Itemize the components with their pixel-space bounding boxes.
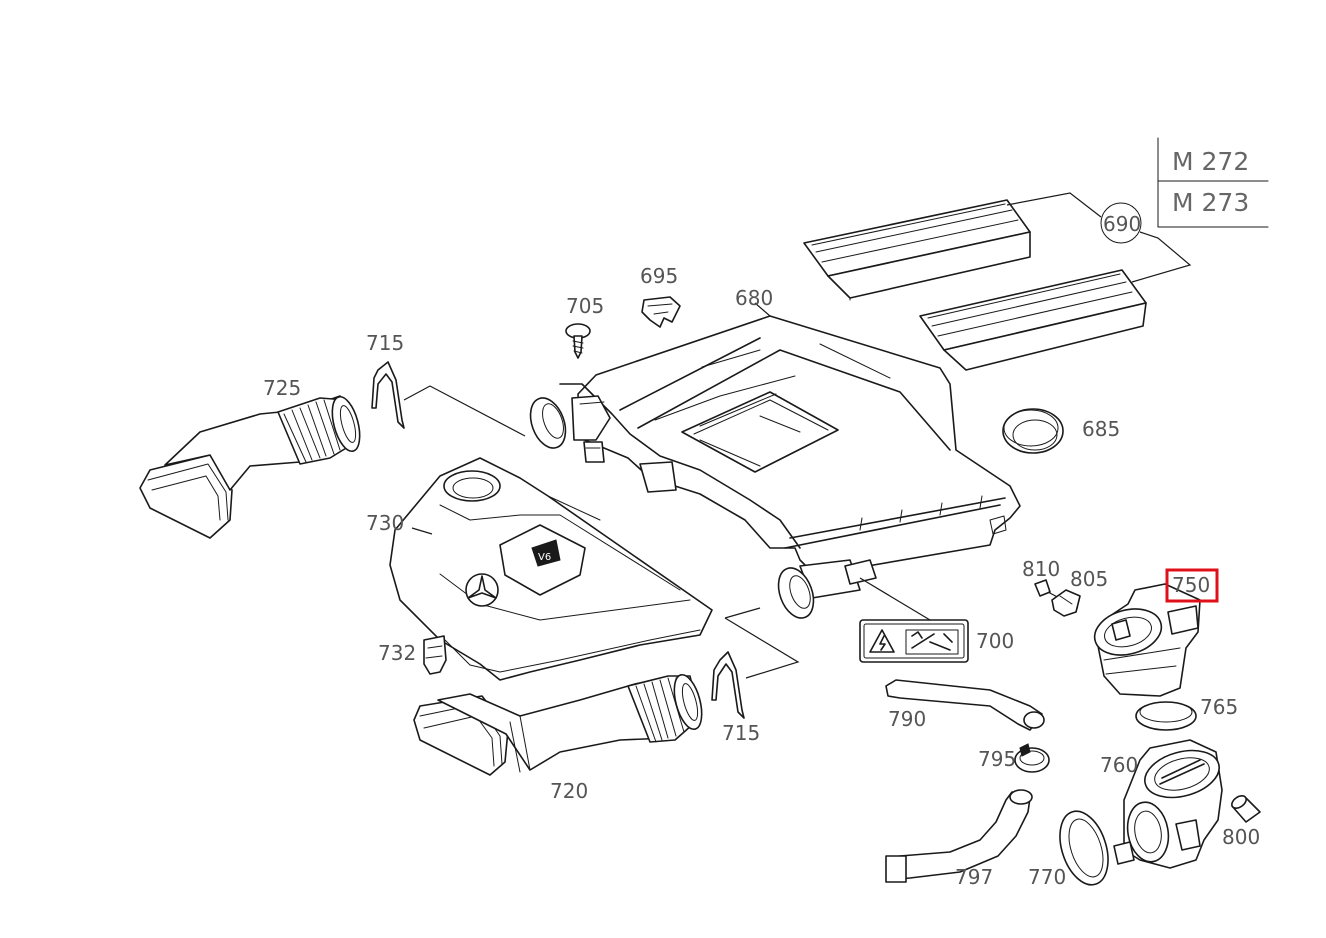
label-797: 797 xyxy=(955,865,993,889)
label-700: 700 xyxy=(976,629,1014,653)
seal-765[interactable]: 765 xyxy=(1135,695,1238,731)
engine-variant-box: M 272 M 273 xyxy=(1157,137,1269,228)
air-filter-element-upper[interactable] xyxy=(803,199,1031,301)
label-695: 695 xyxy=(640,264,678,288)
label-715-lower: 715 xyxy=(722,721,760,745)
engine-cover-730[interactable]: V6 730 xyxy=(366,457,761,681)
label-770: 770 xyxy=(1028,865,1066,889)
label-732: 732 xyxy=(378,641,416,665)
intake-duct-720[interactable]: 720 xyxy=(413,672,707,803)
hose-790[interactable]: 790 xyxy=(885,679,1045,731)
clamp-715-lower[interactable]: 715 xyxy=(711,617,800,745)
label-805: 805 xyxy=(1070,567,1108,591)
v6-badge-icon: V6 xyxy=(538,552,551,563)
callout-690: 690 xyxy=(1006,192,1192,283)
intake-duct-725[interactable]: 725 xyxy=(139,376,365,539)
engine-label-m273: M 273 xyxy=(1172,188,1249,217)
label-760: 760 xyxy=(1100,753,1138,777)
label-800: 800 xyxy=(1222,825,1260,849)
air-filter-housing-680[interactable]: 680 xyxy=(524,286,1021,623)
sleeve-800[interactable]: 800 xyxy=(1222,793,1261,849)
screw-705[interactable]: 705 xyxy=(565,294,604,359)
label-810: 810 xyxy=(1022,557,1060,581)
plug-810[interactable]: 810 xyxy=(1022,557,1079,609)
seal-ring-685[interactable]: 685 xyxy=(1002,408,1120,454)
label-795: 795 xyxy=(978,747,1016,771)
label-730: 730 xyxy=(366,511,404,535)
label-790: 790 xyxy=(888,707,926,731)
label-765: 765 xyxy=(1200,695,1238,719)
label-725: 725 xyxy=(263,376,301,400)
clamp-715-upper[interactable]: 715 xyxy=(366,331,526,437)
clip-695[interactable]: 695 xyxy=(640,264,681,328)
label-690: 690 xyxy=(1103,212,1141,236)
air-mass-meter-750[interactable]: 750 xyxy=(1089,568,1219,697)
star-emblem-icon xyxy=(467,575,497,599)
hose-clamp-795[interactable]: 795 xyxy=(978,743,1050,773)
seal-ring-770[interactable]: 770 xyxy=(1028,805,1117,891)
sensor-805[interactable]: 805 xyxy=(1051,567,1108,617)
air-filter-element-lower[interactable] xyxy=(919,269,1147,371)
label-720: 720 xyxy=(550,779,588,803)
clip-732[interactable]: 732 xyxy=(378,635,447,675)
label-705: 705 xyxy=(566,294,604,318)
label-685: 685 xyxy=(1082,417,1120,441)
hose-797[interactable]: 797 xyxy=(885,789,1033,889)
highlight-box-750 xyxy=(1165,568,1219,603)
label-715-upper: 715 xyxy=(366,331,404,355)
warning-label-700[interactable]: 700 xyxy=(859,577,1014,663)
service-manual-icon xyxy=(911,631,953,651)
label-750: 750 xyxy=(1172,573,1210,597)
electrical-hazard-icon xyxy=(869,629,895,653)
engine-label-m272: M 272 xyxy=(1172,147,1249,176)
intake-housing-760[interactable]: 760 xyxy=(1100,739,1224,869)
label-680: 680 xyxy=(735,286,773,310)
